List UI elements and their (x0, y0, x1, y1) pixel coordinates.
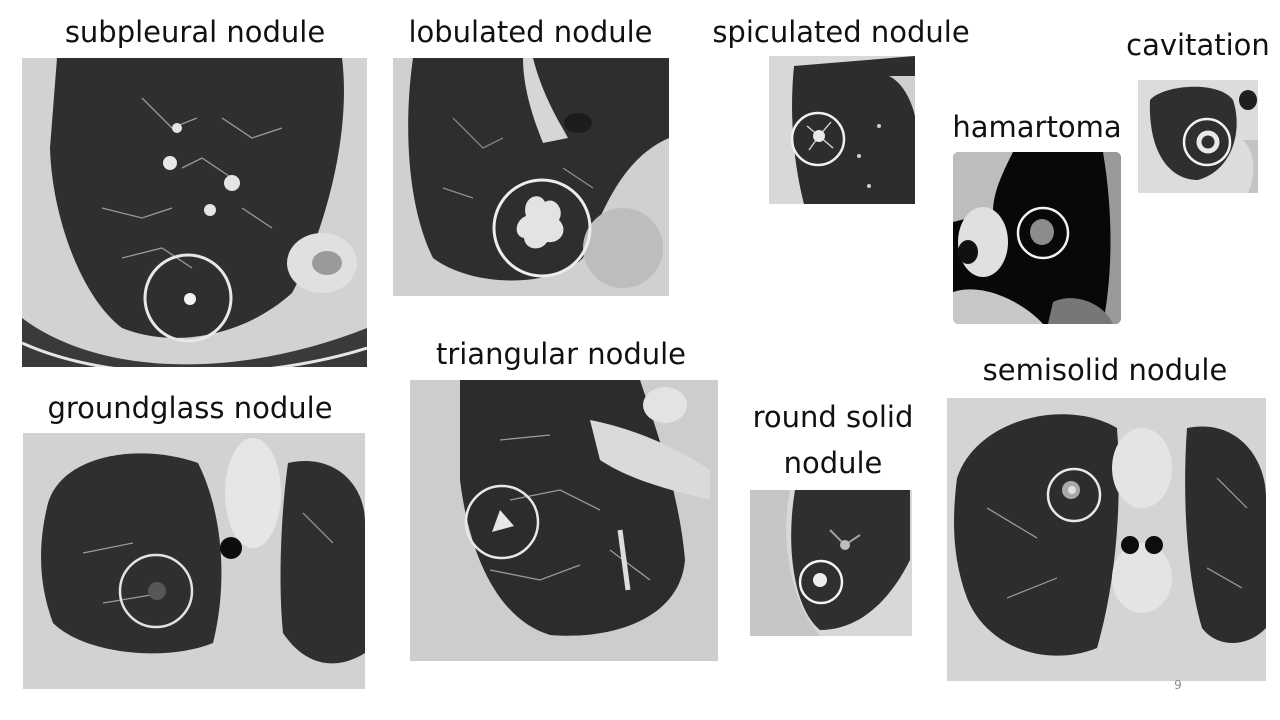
ct-image-cavitation (1138, 80, 1258, 193)
label-lobulated-nodule: lobulated nodule (408, 15, 653, 49)
ct-image-groundglass-nodule (23, 433, 365, 689)
label-groundglass-nodule: groundglass nodule (47, 391, 333, 425)
label-spiculated-nodule: spiculated nodule (712, 15, 970, 49)
label-cavitation: cavitation (1126, 28, 1270, 62)
page-number: 9 (1174, 678, 1182, 692)
label-round-solid-nodule: round solid nodule (752, 400, 914, 480)
ct-image-semisolid-nodule (947, 398, 1266, 681)
ct-image-subpleural-nodule (22, 58, 367, 367)
ct-image-lobulated-nodule (393, 58, 669, 296)
ct-image-spiculated-nodule (769, 56, 915, 204)
label-triangular-nodule: triangular nodule (435, 337, 687, 371)
ct-image-hamartoma (953, 152, 1121, 324)
label-subpleural-nodule: subpleural nodule (64, 15, 326, 49)
ct-image-round-solid-nodule (750, 490, 912, 636)
label-hamartoma: hamartoma (952, 110, 1122, 144)
label-semisolid-nodule: semisolid nodule (982, 353, 1228, 387)
ct-image-triangular-nodule (410, 380, 718, 661)
